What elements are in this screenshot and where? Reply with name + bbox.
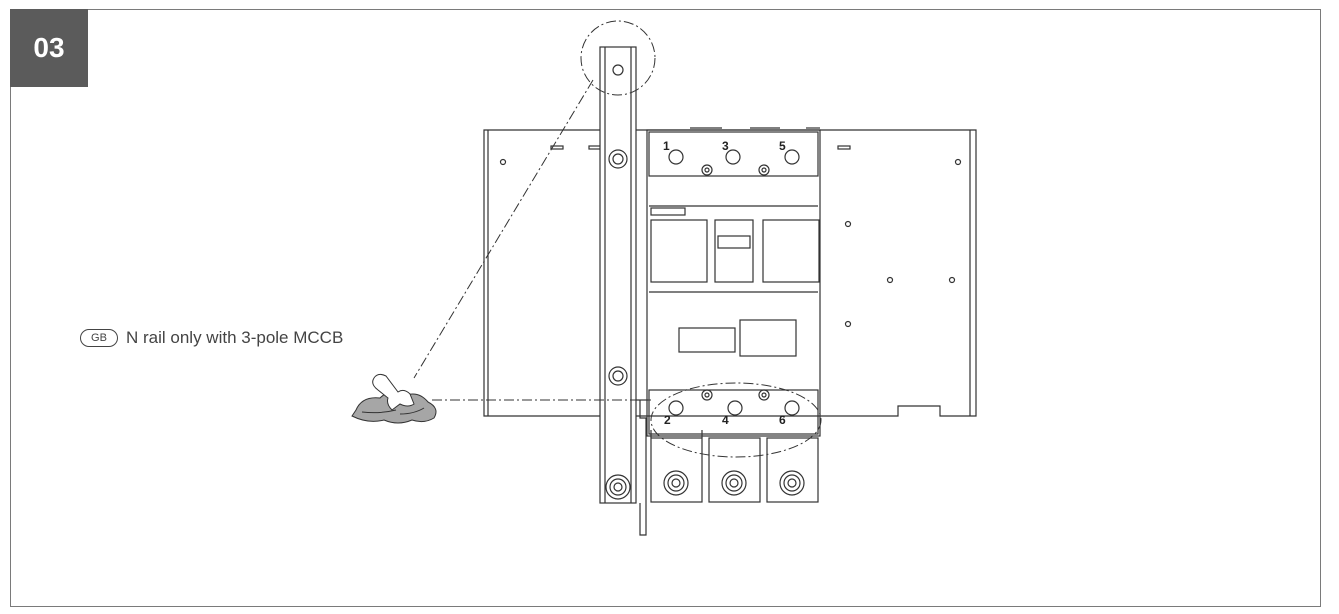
cable-lugs [650, 430, 819, 503]
terminal-label: 5 [779, 139, 786, 153]
callout-leaders [413, 20, 822, 458]
terminal-label: 4 [722, 413, 729, 427]
mounting-plate [483, 129, 977, 417]
note-text: N rail only with 3-pole MCCB [126, 328, 344, 347]
mccb-body [646, 127, 821, 437]
step-number-badge: 03 [10, 9, 88, 87]
neutral-rail [599, 46, 648, 536]
bottom-terminal-labels: 2 4 6 [664, 413, 786, 427]
terminal-label: 2 [664, 413, 671, 427]
diagram-frame [10, 9, 1321, 607]
callout-ellipse-bottom-terminals [650, 382, 822, 458]
top-terminal-labels: 1 3 5 [663, 139, 786, 153]
callout-circle-rail-end [580, 20, 656, 96]
language-code-badge: GB [80, 329, 118, 347]
cleaning-cloth-icon [351, 373, 437, 424]
terminal-label: 1 [663, 139, 670, 153]
terminal-label: 6 [779, 413, 786, 427]
terminal-label: 3 [722, 139, 729, 153]
note-caption: GB N rail only with 3-pole MCCB [80, 328, 343, 348]
